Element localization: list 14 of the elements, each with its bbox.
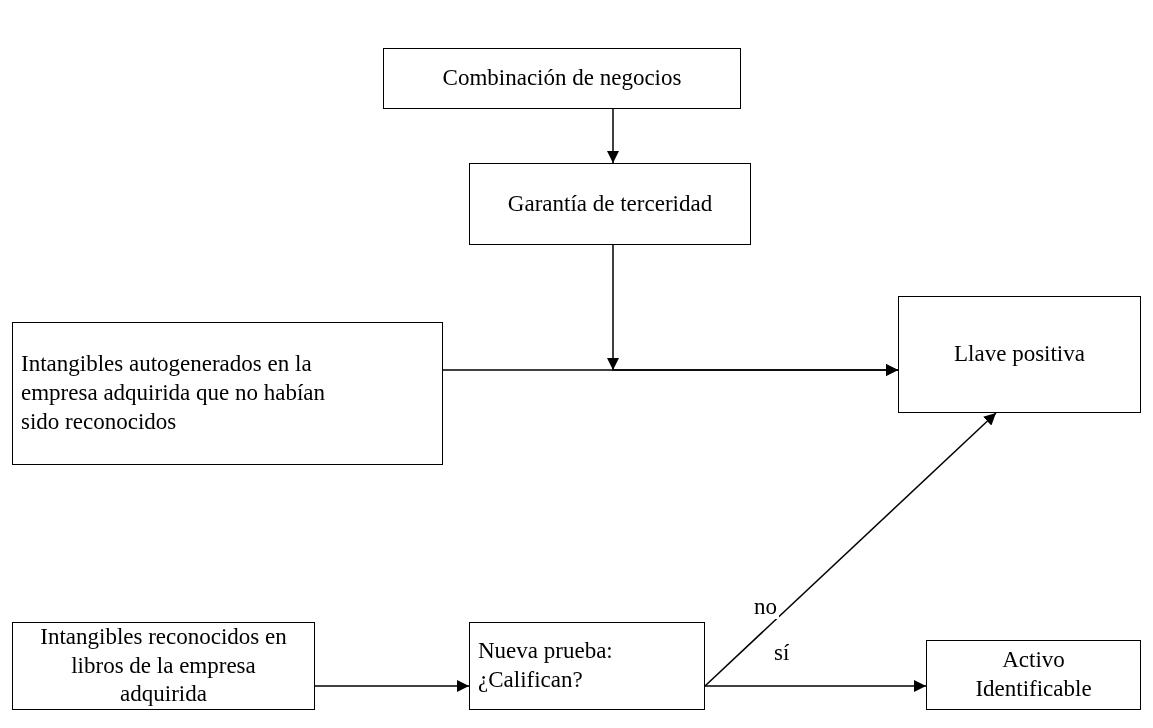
process-box <box>926 640 1141 710</box>
box-text: Llave positiva <box>954 340 1085 369</box>
box-text: Intangibles autogenerados en la empresa adquirida que no habían sido reconocidos <box>21 350 326 436</box>
box-text: Nueva prueba: ¿Califican? <box>478 637 614 694</box>
box-text: Combinación de negocios <box>442 64 682 93</box>
process-box <box>383 48 741 109</box>
box-text: Activo Identificable <box>974 646 1093 703</box>
process-box <box>469 622 705 710</box>
process-box <box>12 322 443 465</box>
process-box <box>469 163 751 245</box>
process-box <box>898 296 1141 413</box>
process-box <box>12 622 315 710</box>
box-text: Garantía de terceridad <box>507 189 713 218</box>
box-text: Intangibles reconocidos en libros de la empresa adquirida <box>39 622 288 709</box>
